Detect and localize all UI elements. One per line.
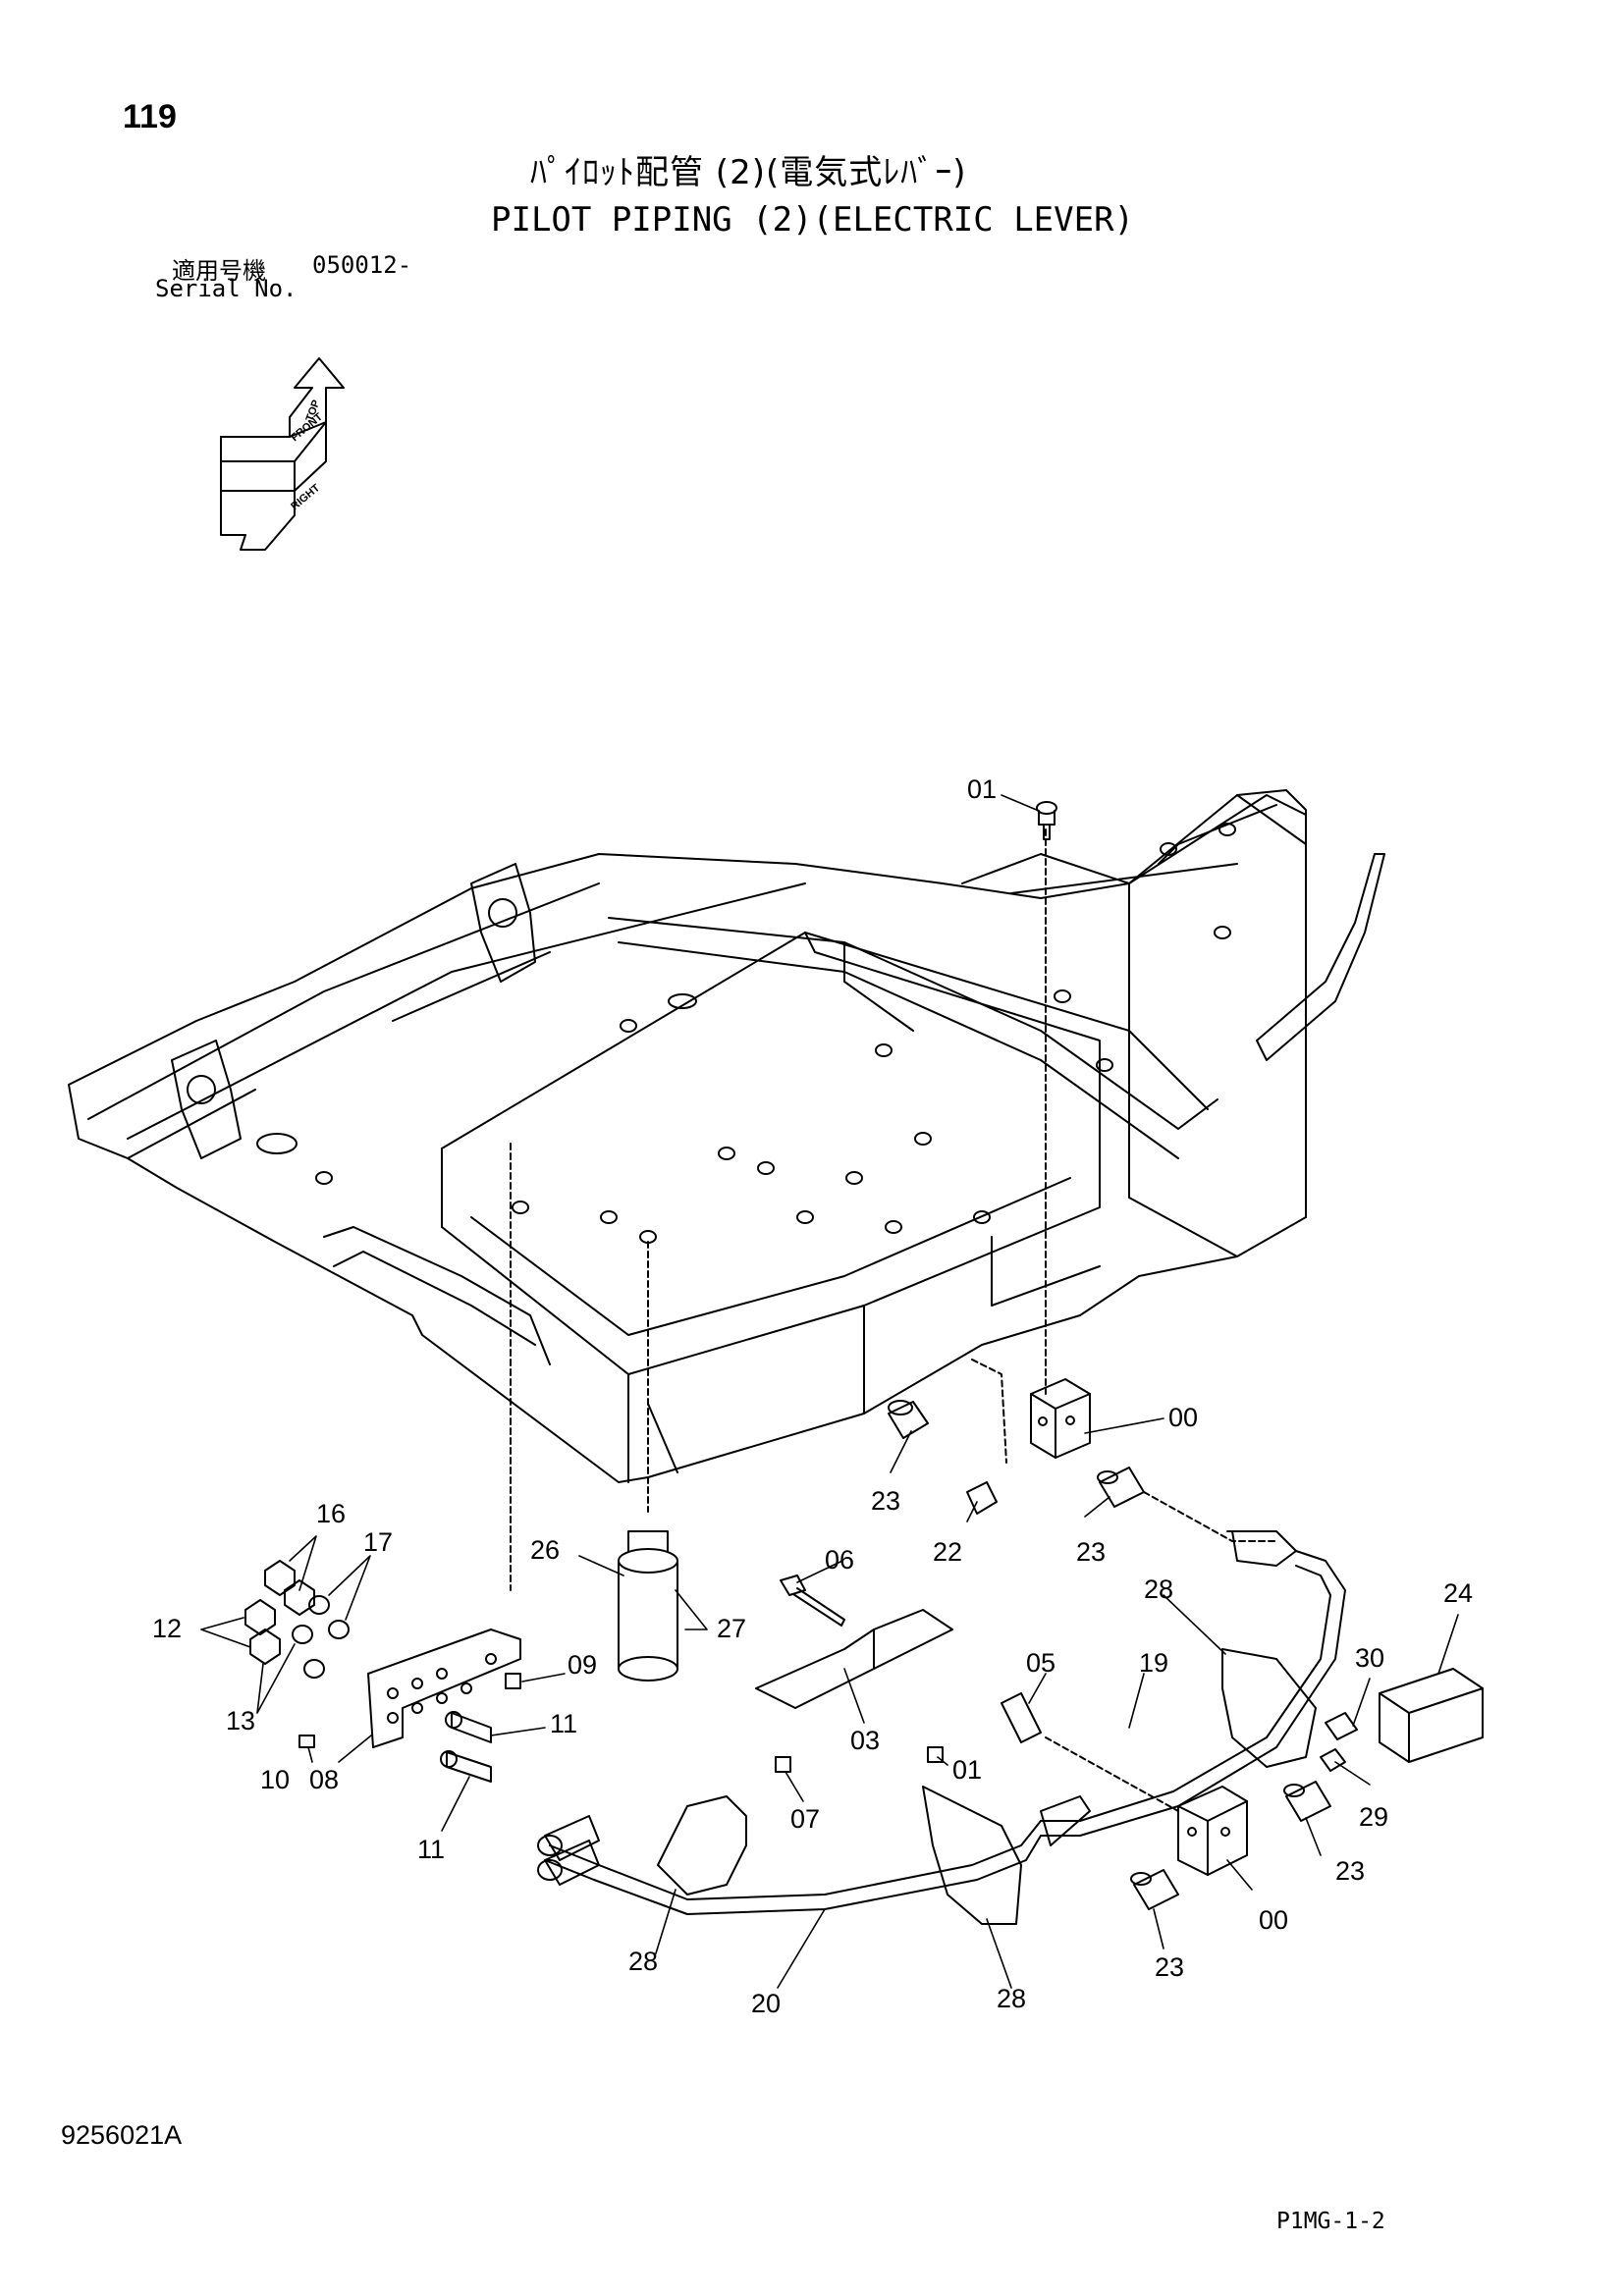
orientation-indicator (220, 357, 345, 551)
valve-block-lower (1177, 1786, 1248, 1876)
part-label: 23 (1335, 1856, 1365, 1886)
part-label: 01 (967, 774, 997, 804)
frame-holes (256, 823, 1236, 1244)
block-24 (1379, 1668, 1484, 1763)
page-number: 119 (123, 98, 177, 135)
part-label: 13 (226, 1706, 255, 1735)
title-japanese: ﾊﾟｲﾛｯﾄ配管 (2)(電気式ﾚﾊﾞｰ) (530, 153, 967, 192)
part-label: 27 (717, 1614, 746, 1643)
part-label: 16 (316, 1499, 346, 1528)
part-label: 28 (628, 1947, 658, 1976)
bolt-07 (775, 1756, 791, 1773)
plug-30 (1325, 1712, 1358, 1740)
part-label: 07 (790, 1804, 820, 1834)
part-label: 10 (260, 1765, 290, 1794)
bracket-08 (367, 1629, 521, 1748)
part-label: 30 (1355, 1643, 1384, 1673)
part-label: 03 (850, 1726, 880, 1755)
part-label: 12 (152, 1614, 182, 1643)
label-leaders (200, 794, 1459, 1989)
hose-fitting-upper-right (1231, 1530, 1297, 1567)
part-label: 01 (952, 1755, 982, 1785)
part-label: 23 (1155, 1952, 1184, 1982)
part-label: 22 (933, 1537, 962, 1567)
part-label: 05 (1026, 1648, 1056, 1678)
sleeve-05 (1001, 1692, 1042, 1743)
nut-washer-group (244, 1560, 350, 1679)
title-english: PILOT PIPING (2)(ELECTRIC LEVER) (491, 200, 1135, 240)
bracket-03 (755, 1609, 953, 1709)
cab-floor-frame (68, 789, 1385, 1483)
clamp-28-left (657, 1795, 747, 1896)
valve-block-upper (1030, 1378, 1091, 1459)
part-label: 11 (550, 1709, 577, 1738)
adapter-22 (966, 1481, 998, 1515)
part-label: 29 (1359, 1802, 1388, 1832)
part-label: 28 (1144, 1575, 1173, 1604)
serial-label-english: Serial No. (155, 275, 298, 302)
sheet-code: P1MG-1-2 (1276, 2209, 1385, 2234)
bolt-10 (298, 1735, 315, 1748)
serial-label-japanese: 適用号機 (172, 257, 266, 285)
adapter-23-lower (1130, 1869, 1179, 1910)
part-label: 20 (751, 1989, 781, 2018)
part-label: 17 (363, 1527, 393, 1557)
clamp-28-center (922, 1786, 1022, 1925)
part-label: 24 (1443, 1578, 1473, 1608)
part-label: 11 (417, 1835, 445, 1864)
part-number-labels: 01 00 23 22 23 16 17 26 06 28 24 12 27 0… (152, 774, 1473, 2018)
filter-26 (618, 1530, 678, 1682)
part-label: 28 (997, 1984, 1026, 2013)
connector-11-upper (445, 1711, 492, 1743)
part-label: 09 (568, 1650, 597, 1680)
part-label: 00 (1259, 1905, 1288, 1935)
connector-11-lower (440, 1750, 492, 1783)
adapter-23-upper (888, 1400, 929, 1439)
document-code: 9256021A (61, 2120, 183, 2150)
part-label: 26 (530, 1535, 560, 1565)
serial-number-value: 050012- (312, 251, 412, 279)
bolt-01-top (1036, 801, 1057, 840)
part-label: 08 (309, 1765, 339, 1794)
part-label: 23 (871, 1486, 900, 1516)
hose-leader-right (1143, 1491, 1277, 1542)
bolt-06 (780, 1575, 845, 1627)
part-label: 19 (1139, 1648, 1168, 1678)
plug-29 (1320, 1748, 1346, 1772)
clamp-28-right (1221, 1648, 1317, 1768)
bolt-09 (505, 1673, 521, 1689)
part-label: 00 (1168, 1403, 1198, 1432)
part-label: 23 (1076, 1537, 1106, 1567)
leader-22-up (971, 1359, 1007, 1464)
adapter-23-lower-right (1283, 1781, 1331, 1822)
part-label: 06 (825, 1545, 854, 1575)
leader-hose-to-valve (1045, 1736, 1179, 1812)
hose-assembly (537, 1550, 1346, 1915)
